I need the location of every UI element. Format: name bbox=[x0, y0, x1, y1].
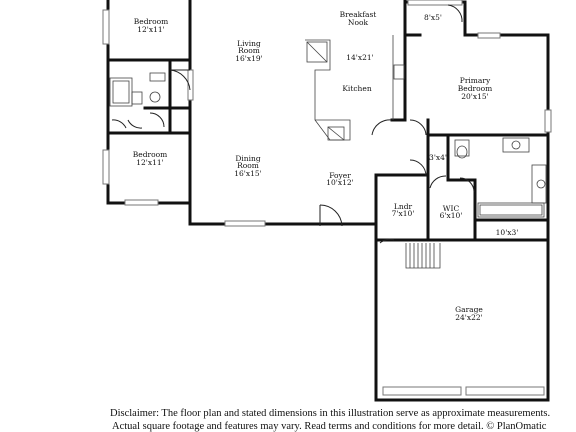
dining-name-2: Room bbox=[237, 161, 259, 170]
bedroom-upper-name: Bedroom bbox=[134, 17, 168, 26]
breakfast-name-1: Breakfast bbox=[340, 10, 377, 19]
bedroom-lower-dims: 12'x11' bbox=[136, 158, 163, 167]
doors bbox=[111, 4, 475, 244]
disclaimer-line-2: Actual square footage and features may v… bbox=[112, 421, 547, 432]
small-top-dims: 8'x5' bbox=[424, 13, 442, 22]
bedroom-upper-dims: 12'x11' bbox=[137, 25, 164, 34]
garage-dims: 24'x22' bbox=[455, 313, 482, 322]
living-dims: 16'x19' bbox=[235, 54, 262, 63]
foyer-name: Foyer bbox=[329, 171, 351, 180]
windows bbox=[102, 0, 552, 396]
wic-name: WIC bbox=[443, 204, 460, 213]
hall-dims: 3'x4' bbox=[429, 153, 447, 162]
fixtures bbox=[109, 35, 547, 269]
bath-primary-dims: 10'x3' bbox=[496, 228, 519, 237]
nook-dims: 14'x21' bbox=[346, 53, 373, 62]
kitchen-name: Kitchen bbox=[342, 84, 371, 93]
breakfast-name-2: Nook bbox=[348, 18, 369, 27]
garage-name: Garage bbox=[455, 305, 483, 314]
primary-name-1: Primary bbox=[460, 76, 491, 85]
living-name-2: Room bbox=[238, 46, 260, 55]
wic-dims: 6'x10' bbox=[440, 211, 463, 220]
room-labels: Bedroom 12'x11' Bedroom 12'x11' Living R… bbox=[133, 10, 519, 322]
primary-name-2: Bedroom bbox=[458, 84, 492, 93]
lndr-dims: 7'x10' bbox=[392, 209, 415, 218]
foyer-dims: 10'x12' bbox=[326, 178, 353, 187]
disclaimer-line-1: Disclaimer: The floor plan and stated di… bbox=[110, 408, 551, 419]
walls bbox=[106, 0, 550, 402]
primary-dims: 20'x15' bbox=[461, 92, 488, 101]
dining-dims: 16'x15' bbox=[234, 169, 261, 178]
living-name-1: Living bbox=[237, 39, 261, 48]
bedroom-lower-name: Bedroom bbox=[133, 150, 167, 159]
dining-name-1: Dining bbox=[235, 154, 260, 163]
lndr-name: Lndr bbox=[394, 202, 413, 211]
